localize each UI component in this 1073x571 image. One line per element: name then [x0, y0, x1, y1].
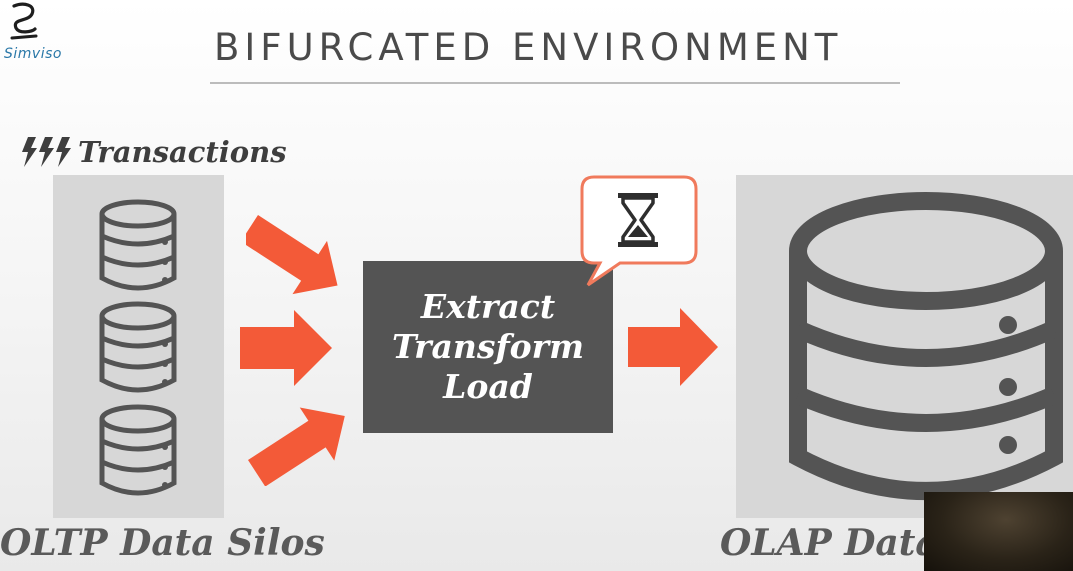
simviso-logo: Simviso — [2, 2, 72, 70]
etl-transform-label: Transform — [391, 327, 584, 366]
database-icon — [99, 404, 177, 496]
transactions-header: Transactions — [18, 132, 287, 172]
lightning-bolts-icon — [22, 137, 71, 167]
logo-text: Simviso — [4, 46, 62, 62]
webcam-overlay — [924, 492, 1073, 571]
etl-load-label: Load — [443, 367, 533, 406]
etl-extract-label: Extract — [420, 287, 556, 326]
title-divider — [210, 82, 900, 84]
transactions-label: Transactions — [78, 135, 287, 169]
olap-warehouse-panel — [736, 175, 1073, 518]
slide-title: BIFURCATED ENVIRONMENT — [214, 26, 843, 69]
arrow-middle-icon — [240, 310, 332, 386]
etl-process-box: Extract Transform Load — [363, 261, 613, 433]
oltp-data-silos-label: OLTP Data Silos — [0, 522, 325, 564]
arrow-to-olap-icon — [628, 308, 718, 386]
hourglass-callout — [580, 175, 698, 287]
arrow-upper-icon — [246, 215, 338, 295]
database-icon — [789, 192, 1063, 500]
database-icon — [99, 301, 177, 393]
simviso-s-logo-icon — [10, 2, 38, 40]
database-icon — [99, 199, 177, 291]
arrow-lower-icon — [248, 407, 345, 486]
hourglass-icon — [618, 193, 658, 247]
